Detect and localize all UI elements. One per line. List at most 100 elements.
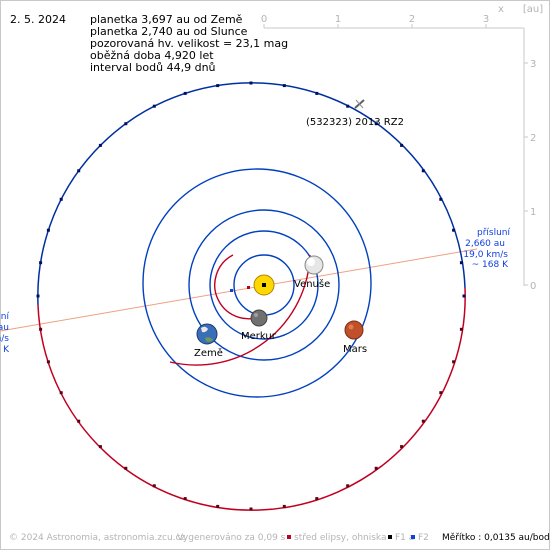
orbit-point	[282, 504, 286, 508]
mars-label: Mars	[343, 344, 367, 355]
footer-copyright: © 2024 Astronomia, astronomia.zcu.cz	[9, 533, 186, 543]
aphelion-title: sluní	[0, 312, 9, 322]
mars-orbit-blue	[142, 168, 372, 398]
unit-label: [au]	[523, 4, 543, 15]
asteroid-icon	[354, 99, 365, 109]
perihelion-title: přísluní	[477, 228, 511, 238]
orbit-point	[315, 91, 319, 95]
orbit-point	[439, 197, 443, 201]
orbit-point	[183, 91, 187, 95]
orbit-point	[36, 294, 40, 298]
orbit-point	[77, 169, 81, 173]
orbit-point	[216, 84, 220, 88]
legend-center-label: střed elipsy, ohniska	[294, 533, 387, 543]
orbit-point	[374, 466, 378, 470]
orbit-point	[77, 419, 81, 423]
orbit-point	[98, 143, 102, 147]
orbit-point	[39, 261, 43, 265]
orbit-point	[421, 419, 425, 423]
x-tick-label-1: 1	[335, 14, 341, 25]
orbit-point	[46, 228, 50, 232]
orbit-point	[439, 391, 443, 395]
orbit-point	[124, 466, 128, 470]
orbit-point	[282, 84, 286, 88]
x-tick-label-0: 0	[261, 14, 267, 25]
orbit-point	[98, 445, 102, 449]
y-tick-label-0: 0	[530, 281, 536, 292]
orbit-point	[452, 360, 456, 364]
ellipse-center-marker	[247, 286, 250, 289]
mars-icon	[344, 320, 364, 340]
y-tick-label-1: 1	[530, 207, 536, 218]
info-interval: interval bodů 44,9 dnů	[90, 61, 216, 74]
venus-orbit	[209, 230, 319, 340]
venus-icon	[304, 255, 324, 275]
orbit-point	[39, 327, 43, 331]
legend-center-swatch	[287, 535, 291, 539]
orbit-point	[400, 143, 404, 147]
legend-f2-swatch	[411, 535, 415, 539]
earth-orbit	[188, 209, 340, 361]
orbit-point	[216, 504, 220, 508]
earth-icon	[196, 323, 218, 345]
aphelion-distance: 5 au	[0, 323, 9, 333]
apse-line	[0, 248, 478, 332]
x-tick-label-3: 3	[483, 14, 489, 25]
orbit-point	[124, 122, 128, 126]
y-tick-label-2: 2	[530, 133, 536, 144]
orbit-point	[459, 261, 463, 265]
aphelion-temperature: 55 K	[0, 345, 10, 355]
earth-label: Země	[194, 347, 223, 359]
legend-f1-label: F1 a	[395, 533, 415, 543]
focus-f1-marker	[262, 283, 266, 287]
legend-f2-label: F2	[418, 533, 429, 543]
x-axis-label: x	[498, 4, 504, 15]
asteroid-orbit-upper	[37, 82, 466, 306]
footer-ellipse-center: střed elipsy, ohniska	[287, 533, 387, 543]
aphelion-speed: km/s	[0, 334, 9, 344]
mars-orbit-red-arc	[169, 254, 311, 366]
orbit-point	[374, 122, 378, 126]
orbit-point	[452, 228, 456, 232]
focus-f2-marker	[230, 289, 233, 292]
footer-generated: Vygenerováno za 0,09 s	[177, 533, 286, 543]
venus-label: Venuše	[294, 278, 330, 290]
y-tick-label-3: 3	[530, 59, 536, 70]
date-label: 2. 5. 2024	[10, 13, 66, 26]
perihelion-speed: 19,0 km/s	[463, 250, 508, 260]
mercury-label: Merkur	[241, 331, 277, 342]
orbit-point	[462, 294, 466, 298]
asteroid-orbit-points	[36, 81, 466, 511]
orbit-point	[59, 197, 63, 201]
info-magnitude: pozorovaná hv. velikost = 23,1 mag	[90, 37, 289, 50]
asteroid-label: (532323) 2013 RZ2	[306, 117, 404, 128]
info-period: oběžná doba 4,920 let	[90, 49, 214, 62]
footer-scale: Měřítko : 0,0135 au/bod	[442, 533, 550, 543]
orbit-point	[152, 104, 156, 108]
perihelion-distance: 2,660 au	[465, 239, 505, 249]
footer-f1: F1 a	[388, 533, 414, 543]
orbit-point	[59, 391, 63, 395]
mercury-icon	[250, 309, 268, 327]
orbit-point	[315, 497, 319, 501]
orbit-point	[346, 104, 350, 108]
orbit-point	[249, 81, 253, 85]
orbit-point	[183, 497, 187, 501]
mercury-orbit-red-arc	[214, 254, 265, 320]
footer-f2: F2	[411, 533, 429, 543]
orbit-point	[249, 507, 253, 511]
legend-f1-swatch	[388, 535, 392, 539]
info-sun-distance: planetka 2,740 au od Slunce	[90, 25, 248, 38]
x-tick-label-2: 2	[409, 14, 415, 25]
orbit-point	[400, 445, 404, 449]
orbit-point	[459, 327, 463, 331]
orbit-point	[346, 484, 350, 488]
info-earth-distance: planetka 3,697 au od Země	[90, 13, 243, 26]
orbit-point	[152, 484, 156, 488]
orbit-point	[46, 360, 50, 364]
perihelion-temperature: ~ 168 K	[472, 260, 509, 270]
orbit-point	[421, 169, 425, 173]
asteroid-orbit-lower	[37, 287, 466, 511]
